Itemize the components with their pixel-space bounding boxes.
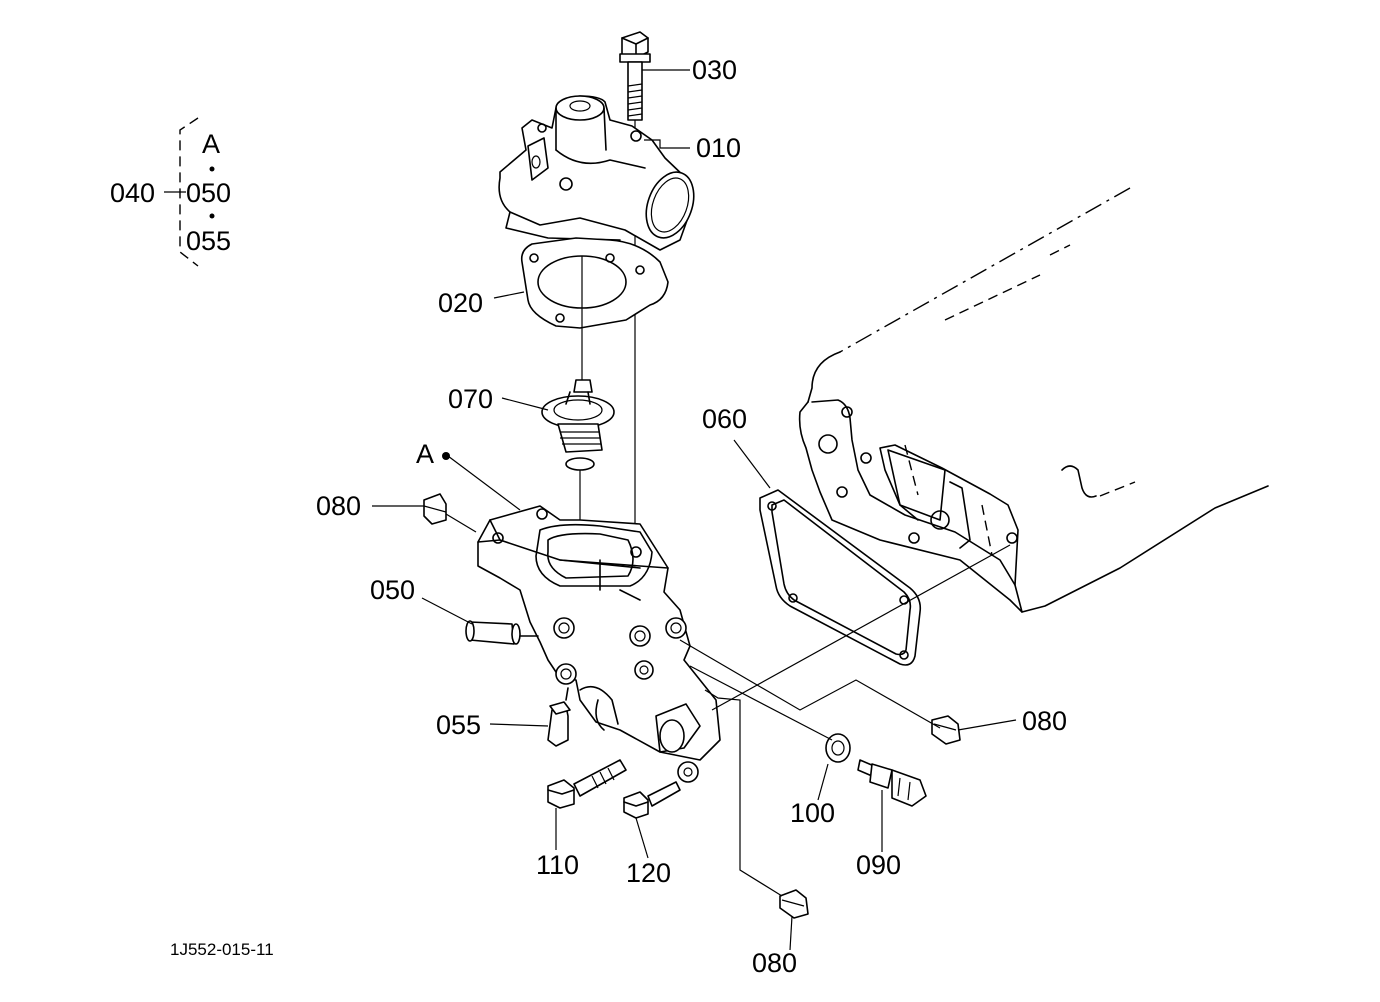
label-055: 055: [436, 710, 481, 740]
kit-ref-040: 040: [110, 178, 155, 208]
engine-block: [798, 187, 1269, 613]
plug-055: [547, 687, 571, 747]
label-100: 100: [790, 798, 835, 828]
label-050: 050: [370, 575, 415, 605]
marker-a: A: [416, 439, 434, 469]
label-010: 010: [696, 133, 741, 163]
label-110: 110: [536, 850, 579, 880]
drawing-code: 1J552-015-11: [170, 940, 274, 959]
plug-080-left: [423, 493, 447, 525]
label-080-right: 080: [1022, 706, 1067, 736]
label-120: 120: [626, 858, 671, 888]
bolt-110: [547, 759, 627, 809]
housing-010: [498, 95, 695, 251]
label-070: 070: [448, 384, 493, 414]
leader-lines: [372, 69, 1017, 951]
kit-item-055: 055: [186, 226, 231, 256]
label-020: 020: [438, 288, 483, 318]
label-080-bottom: 080: [752, 948, 797, 978]
plug-080-right: [931, 715, 961, 745]
thermostat-070: [541, 379, 615, 580]
sensor-090: [857, 759, 927, 807]
label-030: 030: [692, 55, 737, 85]
marker-dot: [442, 452, 450, 460]
label-080-left: 080: [316, 491, 361, 521]
plug-080-bottom: [779, 889, 809, 919]
kit-item-050: 050: [186, 178, 231, 208]
washer-100: [825, 733, 851, 763]
bolt-120: [623, 781, 681, 819]
kit-item-a: A: [202, 129, 220, 159]
assembly-lines: [445, 513, 1011, 897]
label-060: 060: [702, 404, 747, 434]
kit-bracket: [164, 117, 215, 267]
gasket-020: [520, 237, 669, 380]
label-090: 090: [856, 850, 901, 880]
pipe-050: [465, 620, 539, 645]
base-housing: [477, 505, 721, 783]
bolt-030: [619, 31, 651, 540]
